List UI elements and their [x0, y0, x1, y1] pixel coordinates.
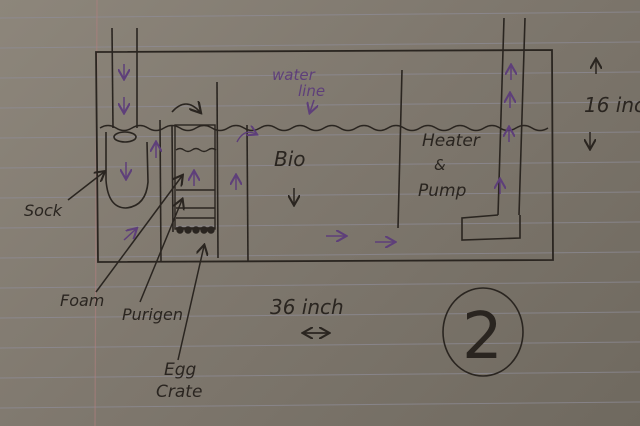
- bio-label: Bio: [274, 147, 306, 171]
- water-line-label: line: [298, 82, 325, 100]
- heater-label: &: [434, 156, 446, 174]
- pump-label: Pump: [418, 181, 467, 201]
- sock-label: Sock: [24, 201, 63, 220]
- right-baffle: [398, 70, 402, 228]
- drain-pipe: [112, 28, 137, 142]
- height-label: 16 inch: [584, 93, 640, 117]
- flow-arrow: [310, 100, 314, 112]
- egg-crate-label: Egg: [164, 360, 197, 380]
- left-baffles: [160, 82, 218, 262]
- overflow-arrow: [172, 104, 200, 112]
- water-line: [100, 126, 548, 131]
- label-leaders: [68, 172, 204, 360]
- heater-label: Heater: [422, 131, 481, 151]
- foam-label: Foam: [60, 291, 104, 310]
- media-basket: [175, 125, 216, 233]
- width-label: 36 inch: [270, 295, 344, 319]
- page-number: 2: [462, 300, 503, 374]
- bio-baffle: [247, 125, 248, 262]
- flow-arrow: [124, 229, 136, 240]
- purigen-label: Purigen: [122, 305, 183, 324]
- egg-crate-label: Crate: [156, 382, 202, 402]
